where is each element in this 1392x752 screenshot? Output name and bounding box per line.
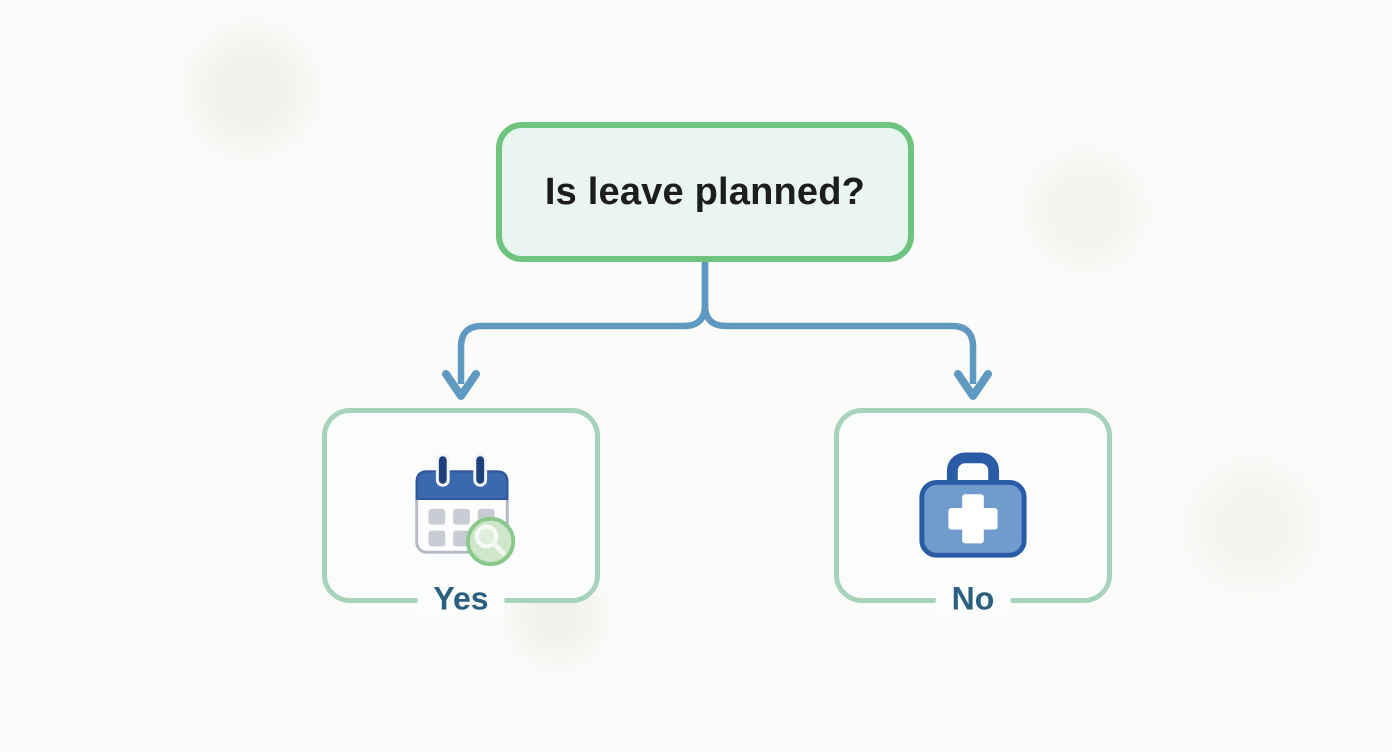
branch-node-yes: Yes [322, 408, 600, 617]
calendar-search-icon [415, 453, 516, 567]
connector-right-branch [701, 262, 977, 384]
root-question-label: Is leave planned? [544, 170, 866, 213]
root-question-node: Is leave planned? [496, 122, 914, 262]
calendar-peg-left [435, 453, 450, 487]
magnifier-badge-icon [465, 516, 516, 567]
arrowhead-no [954, 370, 992, 400]
connector-left-branch [457, 262, 709, 384]
arrowhead-yes [442, 370, 480, 400]
branch-label-yes: Yes [417, 580, 505, 617]
medical-cross-icon [948, 494, 998, 544]
first-aid-kit-icon [919, 452, 1027, 558]
branch-node-no: No [834, 408, 1112, 617]
branch-label-no: No [935, 580, 1011, 617]
calendar-peg-right [473, 453, 488, 487]
